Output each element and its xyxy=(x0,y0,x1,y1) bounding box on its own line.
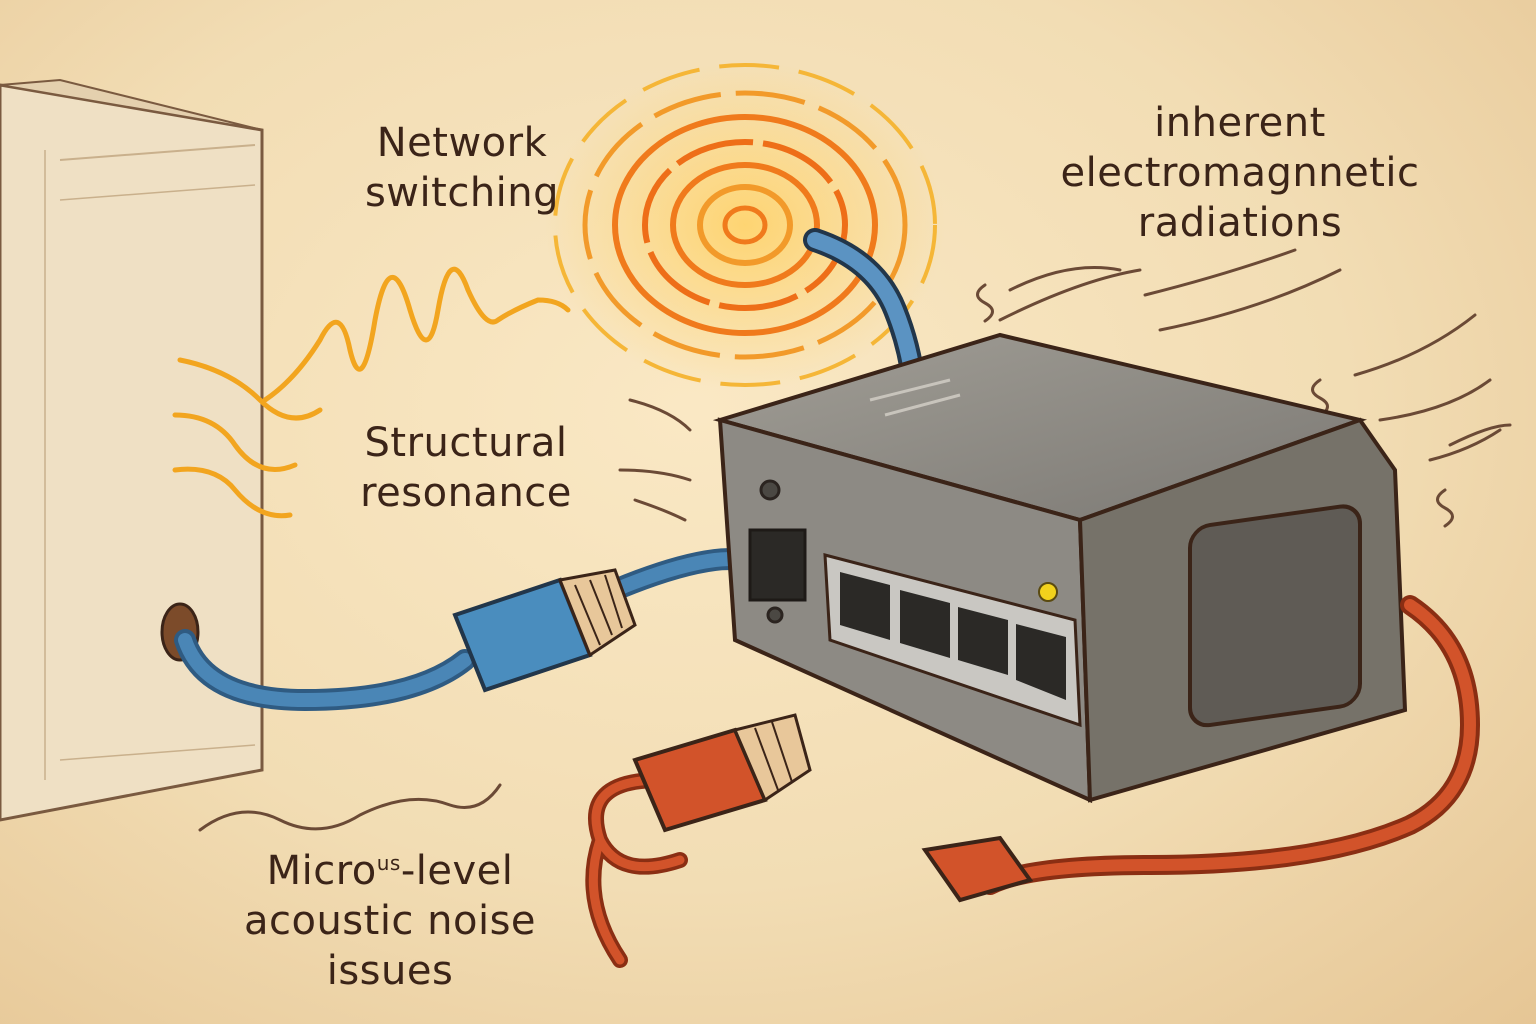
label-acoustic-noise-line1: Microus-level xyxy=(210,838,570,896)
label-acoustic-noise-sup: us xyxy=(376,851,401,875)
network-switch-icon xyxy=(712,332,1408,804)
label-em-radiation-line1: inherent xyxy=(1154,100,1326,146)
label-em-radiation-line3: radiations xyxy=(1137,200,1343,246)
wall xyxy=(0,78,264,822)
rj45-connector-icon xyxy=(452,568,637,693)
label-structural-resonance-line2: resonance xyxy=(360,470,572,516)
label-em-radiation-line2: electromagnnetic xyxy=(1060,150,1420,196)
status-led xyxy=(1038,582,1058,602)
label-acoustic-noise: Microus-level acoustic noise issues xyxy=(210,838,570,996)
label-structural-resonance-line1: Structural xyxy=(364,420,568,466)
label-em-radiation: inherent electromagnnetic radiations xyxy=(1040,98,1440,248)
label-acoustic-noise-line2: acoustic noise xyxy=(243,898,537,944)
orange-cable xyxy=(585,595,1481,968)
label-acoustic-noise-line3: issues xyxy=(326,948,454,994)
em-squiggles xyxy=(198,248,1512,832)
ethernet-ports xyxy=(823,553,1082,728)
label-structural-resonance: Structural resonance xyxy=(346,418,586,518)
label-network-switching-line1: Network xyxy=(376,120,548,166)
radiation-swirl-icon xyxy=(545,60,945,390)
label-network-switching: Network switching xyxy=(352,118,572,218)
resonance-waves xyxy=(172,266,571,519)
label-acoustic-noise-pre: Micro xyxy=(266,848,377,894)
label-acoustic-noise-post: -level xyxy=(400,848,514,894)
label-network-switching-line2: switching xyxy=(364,170,560,216)
